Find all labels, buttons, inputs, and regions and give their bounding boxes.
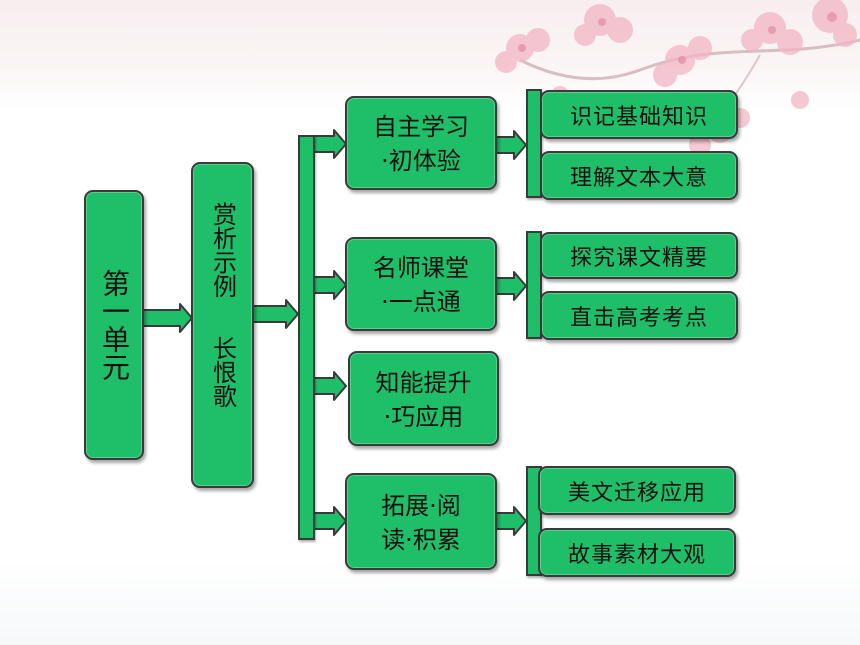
section-node-4: 拓展·阅 读·积累 [345,473,497,570]
section-3-line-2: ·巧应用 [383,402,464,431]
arrow-bar-to-section-3 [313,371,347,401]
item-4-1-label: 美文迁移应用 [567,480,706,506]
arrow-root-to-lesson [142,303,193,333]
section-4-line-1: 拓展·阅 [381,491,461,520]
item-2-1-label: 探究课文精要 [569,245,708,271]
section-4-line-2: 读·积累 [381,525,461,554]
item-1-2-label: 理解文本大意 [569,165,708,191]
arrow-bar-to-section-4 [313,506,347,536]
section-node-3: 知能提升 ·巧应用 [348,351,499,446]
arrow-bar-to-section-2 [313,270,347,300]
section-1-items-bar [526,89,542,198]
lesson-label-2: 长恨歌 [208,336,237,408]
item-4-2-label: 故事素材大观 [567,542,706,568]
section-node-1: 自主学习 ·初体验 [345,96,497,190]
arrow-lesson-to-bar [252,299,299,329]
arrow-bar-to-section-1 [313,129,347,159]
item-node-4-2: 故事素材大观 [538,528,736,577]
section-node-2: 名师课堂 ·一点通 [345,237,497,331]
section-1-line-2: ·初体验 [381,147,461,175]
section-3-line-1: 知能提升 [375,368,472,397]
item-node-1-1: 识记基础知识 [540,90,738,139]
item-2-2-label: 直击高考考点 [569,305,708,331]
item-node-2-2: 直击高考考点 [540,291,738,340]
arrow-section-2-to-items [495,271,527,301]
section-1-line-1: 自主学习 [373,113,469,141]
lesson-node: 赏析示例 长恨歌 [191,162,254,488]
main-vertical-bar [298,135,315,540]
item-1-1-label: 识记基础知识 [569,104,708,130]
item-node-4-1: 美文迁移应用 [538,466,736,515]
item-node-2-1: 探究课文精要 [540,232,738,279]
section-2-items-bar [526,231,542,339]
unit-root-label: 第一单元 [98,269,131,381]
arrow-section-4-to-items [495,506,527,536]
section-2-line-2: ·一点通 [381,288,461,316]
arrow-section-1-to-items [495,130,527,160]
unit-root-node: 第一单元 [84,190,144,460]
lesson-label-1: 赏析示例 [208,202,237,298]
item-node-1-2: 理解文本大意 [540,151,738,200]
section-2-line-1: 名师课堂 [373,254,469,282]
